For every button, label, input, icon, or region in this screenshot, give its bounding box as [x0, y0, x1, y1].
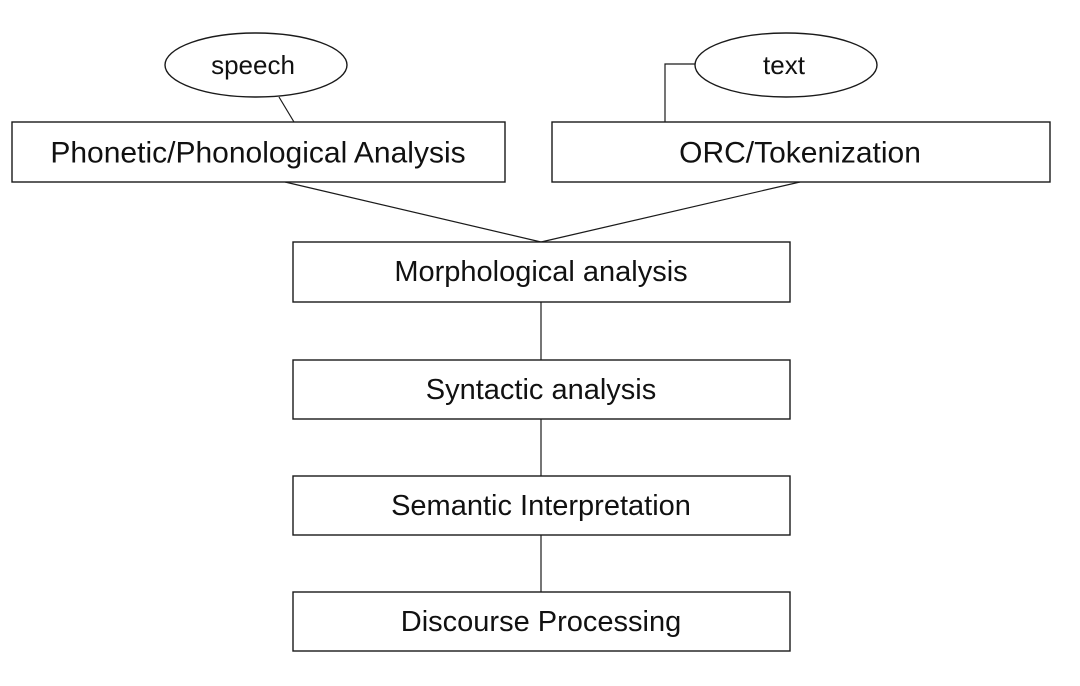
edge-tokenization-to-morphological — [540, 181, 801, 243]
syntactic-analysis-node: Syntactic analysis — [292, 359, 791, 420]
text-label: text — [763, 50, 806, 80]
discourse-processing-node: Discourse Processing — [292, 591, 791, 652]
edge-speech-to-phonetic — [278, 96, 295, 123]
phonetic-analysis-node: Phonetic/Phonological Analysis — [11, 121, 506, 183]
text-input-node: text — [694, 32, 878, 98]
semantic-interpretation-label: Semantic Interpretation — [391, 490, 691, 522]
tokenization-node: ORC/Tokenization — [551, 121, 1051, 183]
discourse-processing-label: Discourse Processing — [401, 606, 681, 638]
morphological-analysis-node: Morphological analysis — [292, 241, 791, 303]
speech-label: speech — [211, 50, 295, 80]
edge-text-to-tokenization — [664, 63, 695, 122]
semantic-interpretation-node: Semantic Interpretation — [292, 475, 791, 536]
tokenization-label: ORC/Tokenization — [679, 137, 921, 170]
morphological-analysis-label: Morphological analysis — [394, 256, 687, 288]
phonetic-analysis-label: Phonetic/Phonological Analysis — [50, 137, 465, 170]
syntactic-analysis-label: Syntactic analysis — [426, 374, 657, 406]
speech-input-node: speech — [164, 32, 348, 98]
edge-phonetic-to-morphological — [284, 181, 542, 243]
